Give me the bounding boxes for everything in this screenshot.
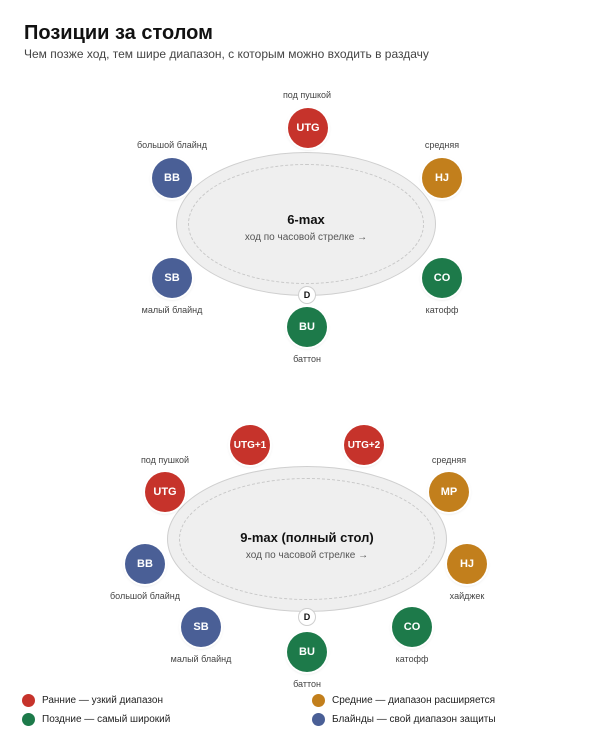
seat-bb[interactable]: BB (152, 158, 192, 198)
table-rail (188, 164, 424, 284)
seat-label-bu: баттон (293, 354, 321, 364)
seat-label-bu: баттон (293, 679, 321, 689)
seat-label-bb: большой блайнд (137, 140, 207, 150)
legend-label-late: Поздние — самый широкий (42, 714, 171, 725)
seat-mp[interactable]: MP (429, 472, 469, 512)
page-subtitle: Чем позже ход, тем шире диапазон, с кото… (24, 47, 429, 61)
seat-hj[interactable]: HJ (447, 544, 487, 584)
seat-sb[interactable]: SB (152, 258, 192, 298)
legend-item-middle: Средние — диапазон расширяется (312, 694, 495, 707)
legend-label-middle: Средние — диапазон расширяется (332, 695, 496, 706)
seat-hj[interactable]: HJ (422, 158, 462, 198)
seat-utg[interactable]: UTG (145, 472, 185, 512)
table-rail (179, 478, 435, 600)
seat-label-hj: средняя (424, 140, 460, 150)
seat-label-hj: хайджек (449, 591, 485, 601)
legend-dot-middle (312, 694, 325, 707)
seat-label-bb: большой блайнд (110, 591, 180, 601)
dealer-button: D (298, 608, 316, 626)
table-name: 6-max (287, 212, 325, 227)
seat-label-co: катофф (425, 305, 459, 315)
legend-dot-late (22, 713, 35, 726)
seat-bb[interactable]: BB (125, 544, 165, 584)
table-name: 9-max (полный стол) (240, 530, 374, 545)
seat-label-utg: под пушкой (140, 455, 190, 465)
direction-label: ход по часовой стрелке → (244, 232, 368, 243)
legend-label-blinds: Блайнды — свой диапазон защиты (332, 714, 496, 725)
seat-utg1[interactable]: UTG+1 (230, 425, 270, 465)
seat-label-mp: средняя (431, 455, 467, 465)
legend-label-early: Ранние — узкий диапазон (42, 695, 163, 706)
seat-co[interactable]: CO (422, 258, 462, 298)
legend-item-blinds: Блайнды — свой диапазон защиты (312, 713, 496, 726)
direction-label: ход по часовой стрелке → (245, 550, 369, 561)
legend-item-early: Ранние — узкий диапазон (22, 694, 163, 707)
seat-co[interactable]: CO (392, 607, 432, 647)
seat-label-co: катофф (395, 654, 429, 664)
seat-sb[interactable]: SB (181, 607, 221, 647)
seat-bu[interactable]: BU (287, 307, 327, 347)
seat-label-sb: малый блайнд (170, 654, 232, 664)
legend-dot-early (22, 694, 35, 707)
seat-label-utg: под пушкой (282, 90, 332, 100)
legend-dot-blinds (312, 713, 325, 726)
seat-utg2[interactable]: UTG+2 (344, 425, 384, 465)
dealer-button: D (298, 286, 316, 304)
page-title: Позиции за столом (24, 22, 213, 44)
seat-label-sb: малый блайнд (141, 305, 203, 315)
legend-item-late: Поздние — самый широкий (22, 713, 170, 726)
seat-bu[interactable]: BU (287, 632, 327, 672)
seat-utg[interactable]: UTG (288, 108, 328, 148)
